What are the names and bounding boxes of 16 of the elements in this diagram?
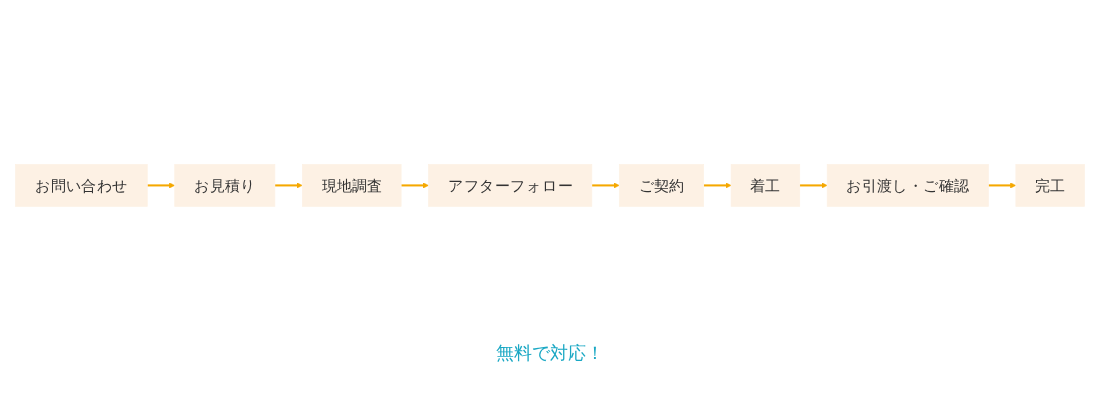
- node-box: お見積り: [174, 163, 276, 207]
- node-box: 現地調査: [302, 163, 402, 207]
- node-box: 着工: [730, 163, 801, 207]
- arrow: [147, 181, 175, 188]
- arrow: [988, 181, 1017, 188]
- arrow: [401, 181, 429, 188]
- node-box: アフターフォロー: [428, 163, 593, 207]
- node-box: ご契約: [618, 163, 705, 207]
- node-box: お問い合わせ: [15, 163, 148, 207]
- node-box: 完工: [1015, 163, 1085, 207]
- arrow: [799, 181, 828, 188]
- arrow: [274, 181, 303, 188]
- arrow: [591, 181, 620, 188]
- arrow: [703, 181, 732, 188]
- node-box: お引渡し・ご確認: [826, 163, 989, 207]
- note-text: 無料で対応！: [496, 341, 604, 365]
